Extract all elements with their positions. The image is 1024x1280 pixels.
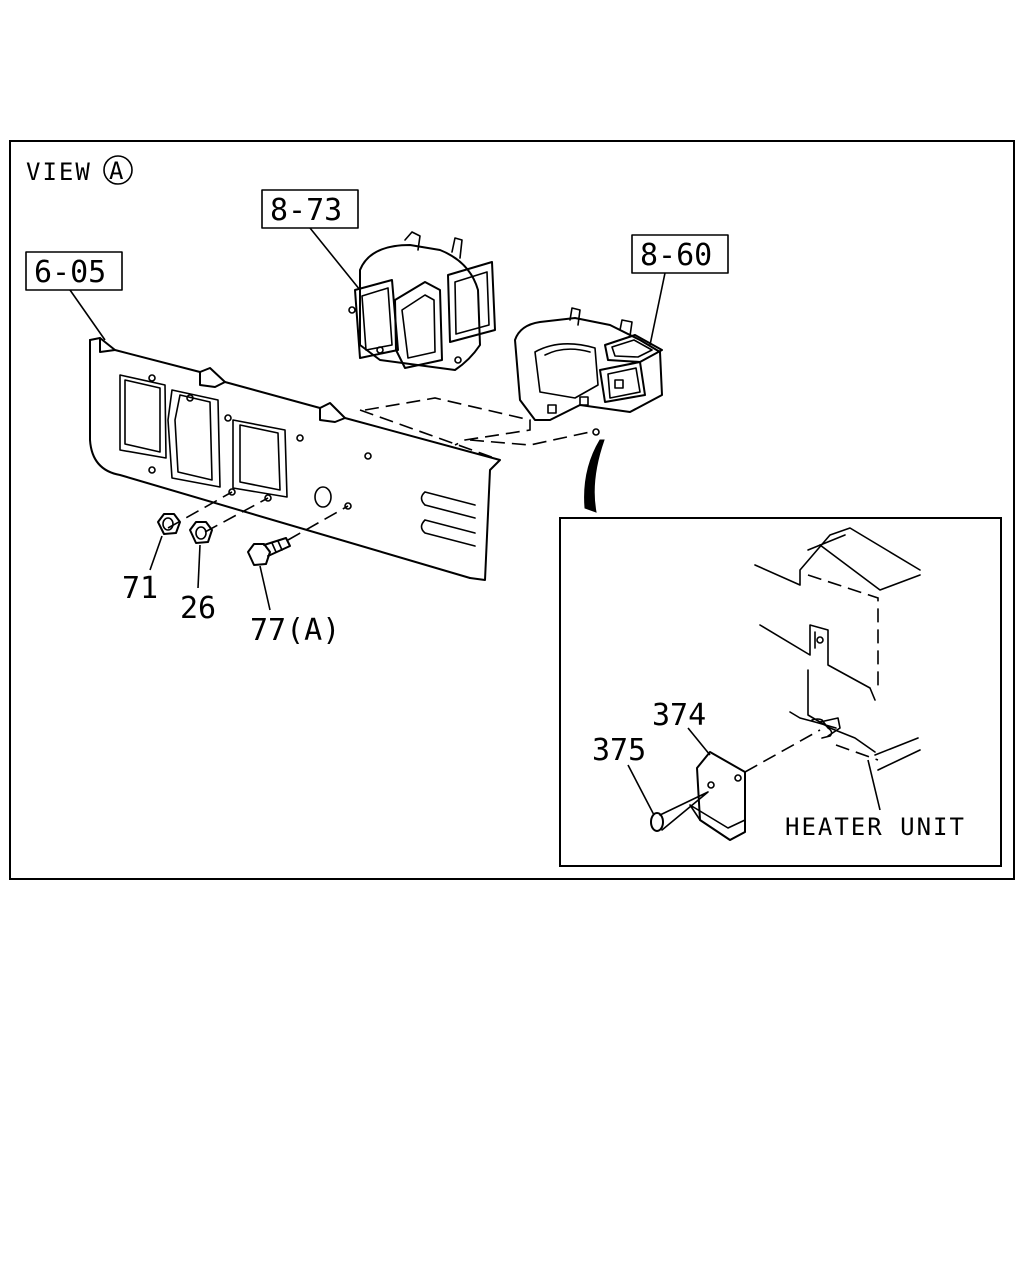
svg-text:8-73: 8-73 [270,193,342,228]
label-71: 71 [122,571,158,606]
leader-375 [627,764,655,816]
leader-26 [197,544,201,589]
ref-box-8-60[interactable]: 8-60 [631,234,729,274]
bracket-374[interactable] [689,751,746,841]
ref-box-8-73[interactable]: 8-73 [261,189,359,229]
leader-8-60 [649,272,666,346]
axis-26 [204,497,269,533]
label-26: 26 [180,591,216,626]
leader-374 [687,727,711,756]
dash-panel [89,337,501,581]
inset-heater-unit [754,527,921,771]
view-circle [103,155,133,185]
bolt-77[interactable] [247,537,291,566]
leader-77 [259,565,271,611]
nut-26[interactable] [189,521,213,544]
axis-71 [167,491,233,529]
view-label: VIEW [26,158,92,186]
label-375: 375 [592,733,646,768]
axis-77 [287,505,349,541]
svg-text:6-05: 6-05 [34,255,106,290]
leader-8-73 [309,227,361,291]
axis-374 [744,729,821,773]
leader-71 [149,535,163,571]
ref-box-6-05[interactable]: 6-05 [25,251,123,291]
detail-arrow [584,439,605,513]
inset-frame [559,517,1002,867]
label-77: 77(A) [250,613,340,648]
leader-6-05 [69,289,106,341]
outer-frame [9,140,1015,880]
label-heater-unit: HEATER UNIT [785,813,966,841]
leader-heater-unit [867,759,881,811]
label-374: 374 [652,698,706,733]
blower-unit [348,231,496,371]
nut-71[interactable] [157,513,181,535]
screw-375[interactable] [650,791,709,832]
view-letter: A [109,157,125,185]
heater-unit [364,307,663,446]
svg-text:8-60: 8-60 [640,238,712,273]
